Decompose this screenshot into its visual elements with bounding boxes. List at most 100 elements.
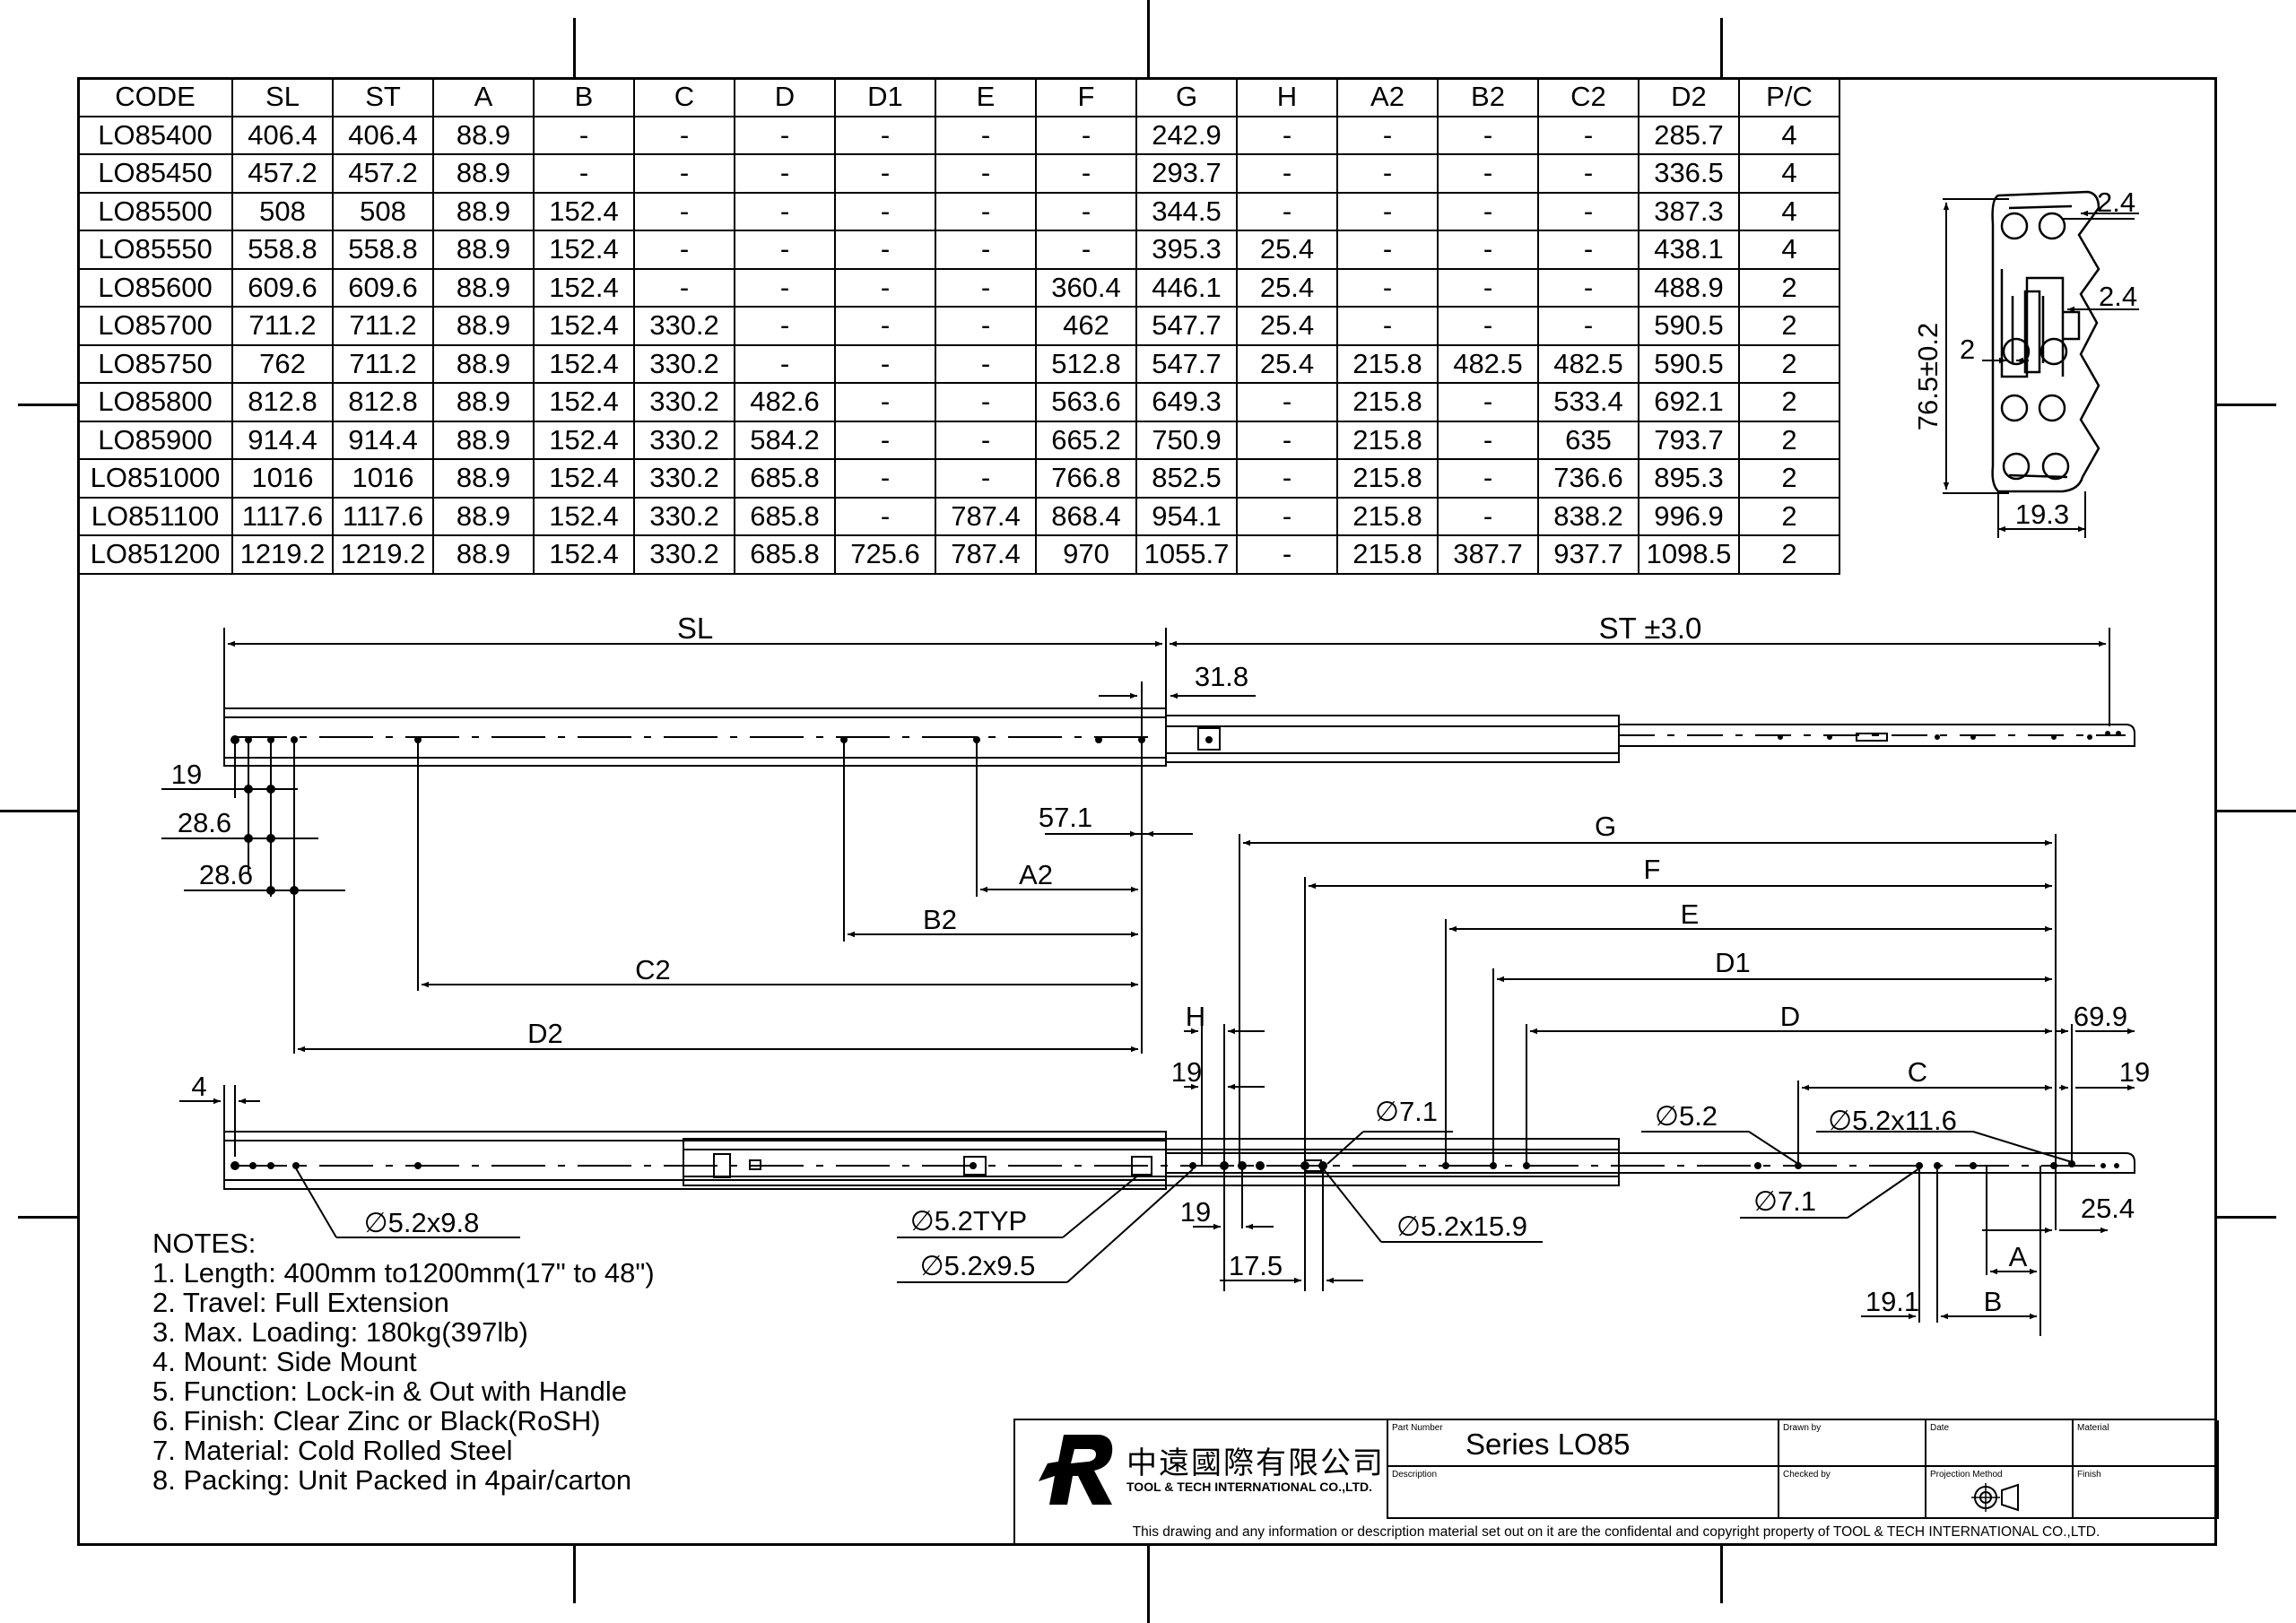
note-item: 6. Finish: Clear Zinc or Black(RoSH) xyxy=(152,1405,601,1436)
table-cell: 488.9 xyxy=(1638,267,1740,308)
table-cell: 438.1 xyxy=(1638,230,1740,270)
table-cell: 649.3 xyxy=(1135,382,1238,422)
date-cell: Date xyxy=(1926,1420,2074,1467)
title-block: 中遠國際有限公司 TOOL & TECH INTERNATIONAL CO.,L… xyxy=(1013,1419,2219,1546)
frame-tick xyxy=(2217,1216,2276,1219)
note-item: 4. Mount: Side Mount xyxy=(152,1346,417,1377)
dim-st: ST ±3.0 xyxy=(1599,612,1702,645)
table-cell: 462 xyxy=(1035,306,1137,346)
dim-28-6-a: 28.6 xyxy=(178,807,231,838)
dim-d: D xyxy=(1780,1001,1800,1032)
table-cell: 508 xyxy=(332,191,434,231)
table-cell: 330.2 xyxy=(633,343,735,384)
column-header: D xyxy=(734,77,836,117)
note-item: 5. Function: Lock-in & Out with Handle xyxy=(152,1376,627,1407)
table-cell: 330.2 xyxy=(633,382,735,422)
column-header: P/C xyxy=(1738,77,1840,117)
table-cell: 793.7 xyxy=(1638,420,1740,460)
table-cell: 25.4 xyxy=(1236,306,1338,346)
table-cell: 88.9 xyxy=(432,458,535,499)
column-header: H xyxy=(1236,77,1338,117)
table-cell: 1219.2 xyxy=(231,534,334,575)
table-cell: 88.9 xyxy=(432,420,535,460)
table-cell: - xyxy=(935,115,1037,155)
table-cell: 25.4 xyxy=(1236,343,1338,384)
table-cell: - xyxy=(834,267,936,308)
table-cell: - xyxy=(633,153,735,194)
table-cell: - xyxy=(734,343,836,384)
table-cell: 457.2 xyxy=(231,153,334,194)
dim-d2: D2 xyxy=(527,1018,563,1049)
column-header: E xyxy=(935,77,1037,117)
table-cell: - xyxy=(935,382,1037,422)
table-cell: 152.4 xyxy=(533,343,635,384)
table-cell: - xyxy=(935,153,1037,194)
hole-7-1-b: ∅7.1 xyxy=(1753,1185,1816,1217)
table-cell: 152.4 xyxy=(533,496,635,536)
bottom-view-dimension-labels: G F E D1 D H 69.9 C 19 19 4 ∅7.1 ∅5.2 ∅5… xyxy=(191,811,2150,1317)
table-cell: - xyxy=(935,230,1037,270)
dim-h: H xyxy=(1186,1001,1205,1032)
model-code-cell: LO85700 xyxy=(77,306,233,346)
table-cell: 482.5 xyxy=(1437,343,1539,384)
table-cell: - xyxy=(834,343,936,384)
table-cell: 590.5 xyxy=(1638,306,1740,346)
table-cell: - xyxy=(1437,153,1539,194)
table-cell: 152.4 xyxy=(533,382,635,422)
frame-tick xyxy=(573,1546,576,1603)
table-cell: - xyxy=(1437,306,1539,346)
table-cell: 1016 xyxy=(332,458,434,499)
frame-tick xyxy=(573,18,576,77)
frame-tick xyxy=(18,404,77,406)
frame-tick xyxy=(1720,18,1723,77)
table-cell: - xyxy=(1437,458,1539,499)
hole-7-1-a: ∅7.1 xyxy=(1375,1096,1438,1127)
table-cell: 665.2 xyxy=(1035,420,1137,460)
model-code-cell: LO851200 xyxy=(77,534,233,575)
table-cell: - xyxy=(533,115,635,155)
table-cell: 406.4 xyxy=(231,115,334,155)
table-cell: 584.2 xyxy=(734,420,836,460)
table-cell: 330.2 xyxy=(633,534,735,575)
table-cell: - xyxy=(633,115,735,155)
table-cell: 395.3 xyxy=(1135,230,1238,270)
dim-a: A xyxy=(2009,1241,2028,1272)
table-cell: 152.4 xyxy=(533,306,635,346)
table-cell: 996.9 xyxy=(1638,496,1740,536)
table-cell: 609.6 xyxy=(332,267,434,308)
dim-sl: SL xyxy=(677,612,713,645)
table-cell: 88.9 xyxy=(432,382,535,422)
table-cell: 215.8 xyxy=(1336,458,1439,499)
column-header: A xyxy=(432,77,535,117)
table-cell: - xyxy=(935,267,1037,308)
dim-2-4-mid: 2.4 xyxy=(2099,281,2137,312)
table-cell: 2 xyxy=(1738,343,1840,384)
table-cell: 914.4 xyxy=(231,420,334,460)
dim-19-1: 19.1 xyxy=(1866,1286,1919,1317)
table-cell: 812.8 xyxy=(231,382,334,422)
table-cell: - xyxy=(633,267,735,308)
table-cell: 330.2 xyxy=(633,420,735,460)
dim-b: B xyxy=(1984,1286,2003,1317)
table-cell: - xyxy=(1035,191,1137,231)
dim-f: F xyxy=(1644,854,1661,885)
table-cell: 787.4 xyxy=(935,534,1037,575)
model-code-cell: LO85400 xyxy=(77,115,233,155)
table-cell: - xyxy=(734,115,836,155)
dim-19-h: 19 xyxy=(1171,1056,1202,1088)
drawn-by-label: Drawn by xyxy=(1783,1423,1822,1433)
table-cell: - xyxy=(1537,115,1639,155)
column-header: B xyxy=(533,77,635,117)
copyright-footer: This drawing and any information or desc… xyxy=(1132,1524,2100,1540)
table-cell: 242.9 xyxy=(1135,115,1238,155)
table-cell: 457.2 xyxy=(332,153,434,194)
note-item: 3. Max. Loading: 180kg(397lb) xyxy=(152,1316,528,1348)
table-cell: - xyxy=(834,191,936,231)
top-view-slide xyxy=(223,707,2135,767)
table-cell: - xyxy=(935,306,1037,346)
